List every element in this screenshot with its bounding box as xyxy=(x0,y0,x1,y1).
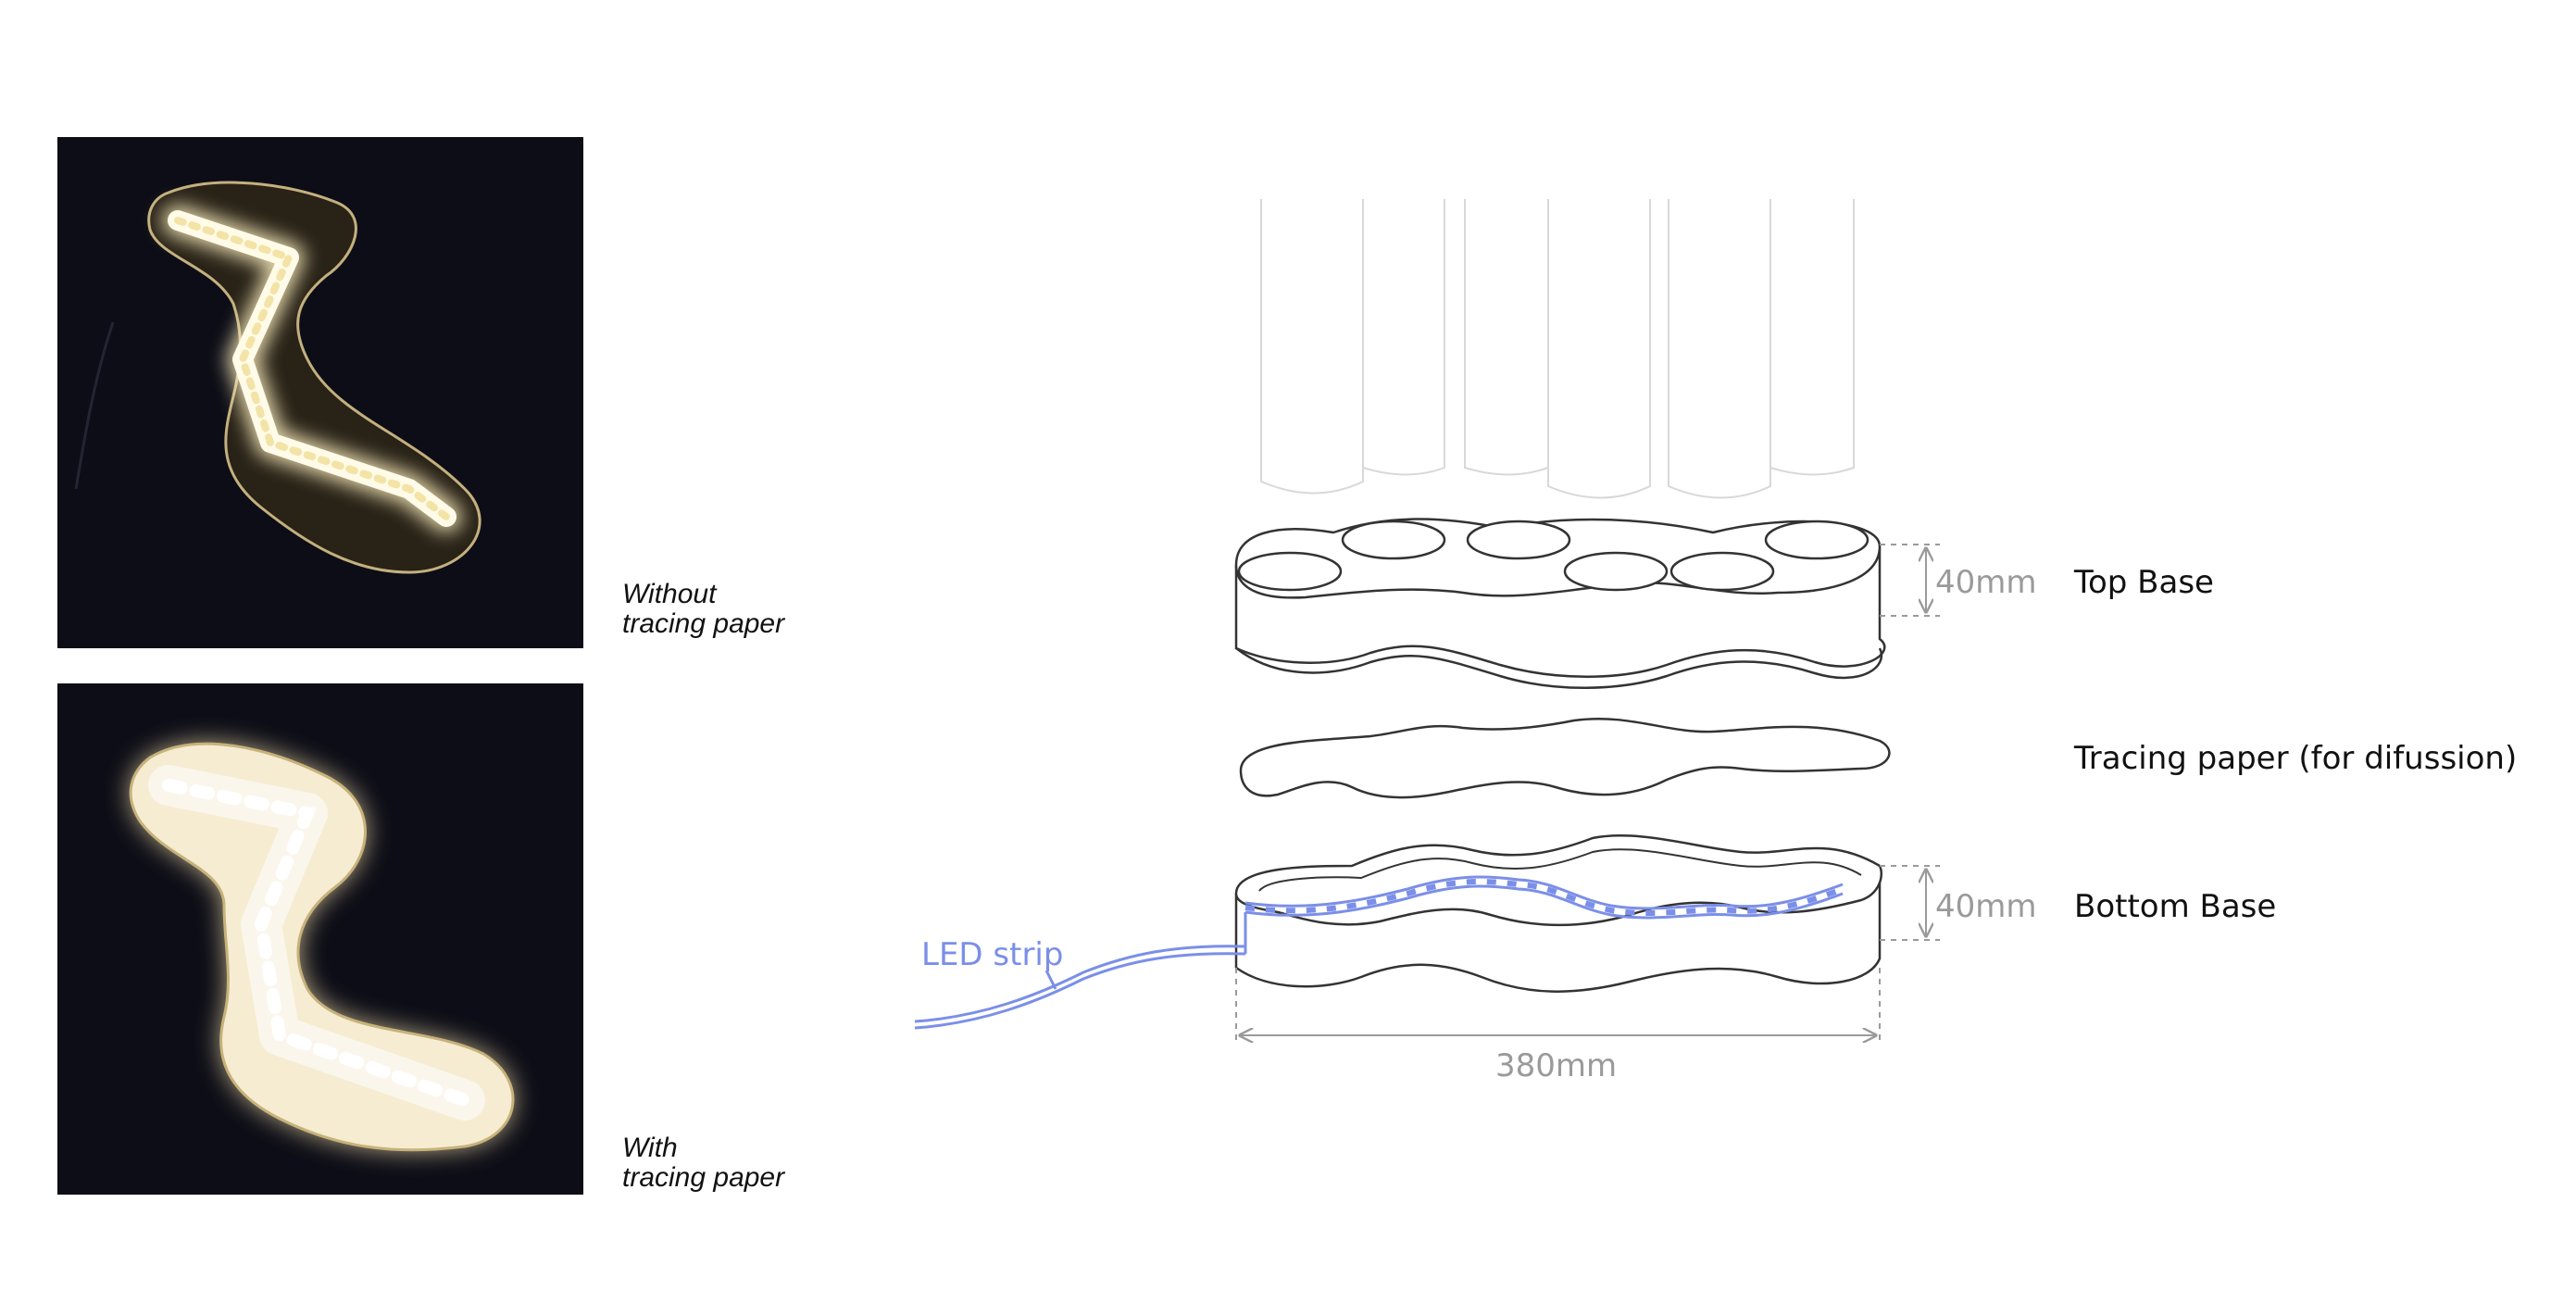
top-base xyxy=(1234,518,1886,689)
photo-without-tracing-paper xyxy=(57,137,583,648)
bottom-base-height-value: 40mm xyxy=(1935,888,2037,925)
caption-line: With xyxy=(622,1133,678,1163)
caption-line: Without xyxy=(622,579,717,609)
glass-tubes xyxy=(1260,199,1855,499)
top-base-label: Top Base xyxy=(2073,564,2214,601)
photo-with-tracing-paper xyxy=(57,683,583,1195)
bottom-base-label: Bottom Base xyxy=(2074,888,2276,925)
top-base-height-dimension xyxy=(1880,544,1940,617)
tracing-paper-label: Tracing paper (for difussion) xyxy=(2073,740,2517,777)
led-strip-inside xyxy=(1244,875,1844,920)
tracing-paper xyxy=(1239,717,1891,799)
width-dimension-value: 380mm xyxy=(1495,1047,1617,1084)
caption-with-tracing-paper: With tracing paper xyxy=(622,1133,900,1193)
width-dimension xyxy=(1235,968,1881,1042)
caption-line: tracing paper xyxy=(622,608,785,639)
led-strip-label: LED strip xyxy=(921,936,1063,973)
bottom-base-height-dimension xyxy=(1880,865,1940,941)
led-strip-cable xyxy=(914,912,1247,1030)
top-base-height-value: 40mm xyxy=(1935,564,2037,601)
caption-without-tracing-paper: Without tracing paper xyxy=(622,580,900,639)
caption-line: tracing paper xyxy=(622,1162,785,1193)
